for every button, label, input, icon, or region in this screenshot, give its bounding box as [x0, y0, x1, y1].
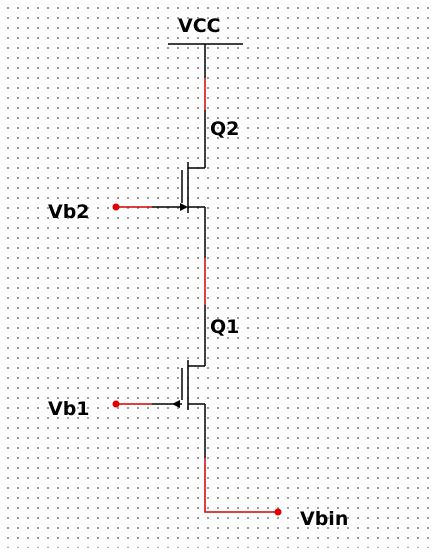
vbin-port[interactable] [274, 508, 282, 516]
vb1-port[interactable] [112, 400, 120, 408]
vbin-label: Vbin [300, 508, 348, 530]
q2-label: Q2 [210, 118, 239, 140]
transistor-q1[interactable] [172, 360, 205, 410]
out-wire-red [204, 458, 278, 513]
vb2-label: Vb2 [48, 201, 90, 223]
vcc-label: VCC [178, 15, 221, 37]
transistor-q2[interactable] [180, 162, 205, 213]
vb2-port[interactable] [112, 203, 120, 211]
q1-label: Q1 [210, 316, 239, 338]
vb1-label: Vb1 [48, 398, 90, 420]
q2-arrow [180, 203, 188, 211]
